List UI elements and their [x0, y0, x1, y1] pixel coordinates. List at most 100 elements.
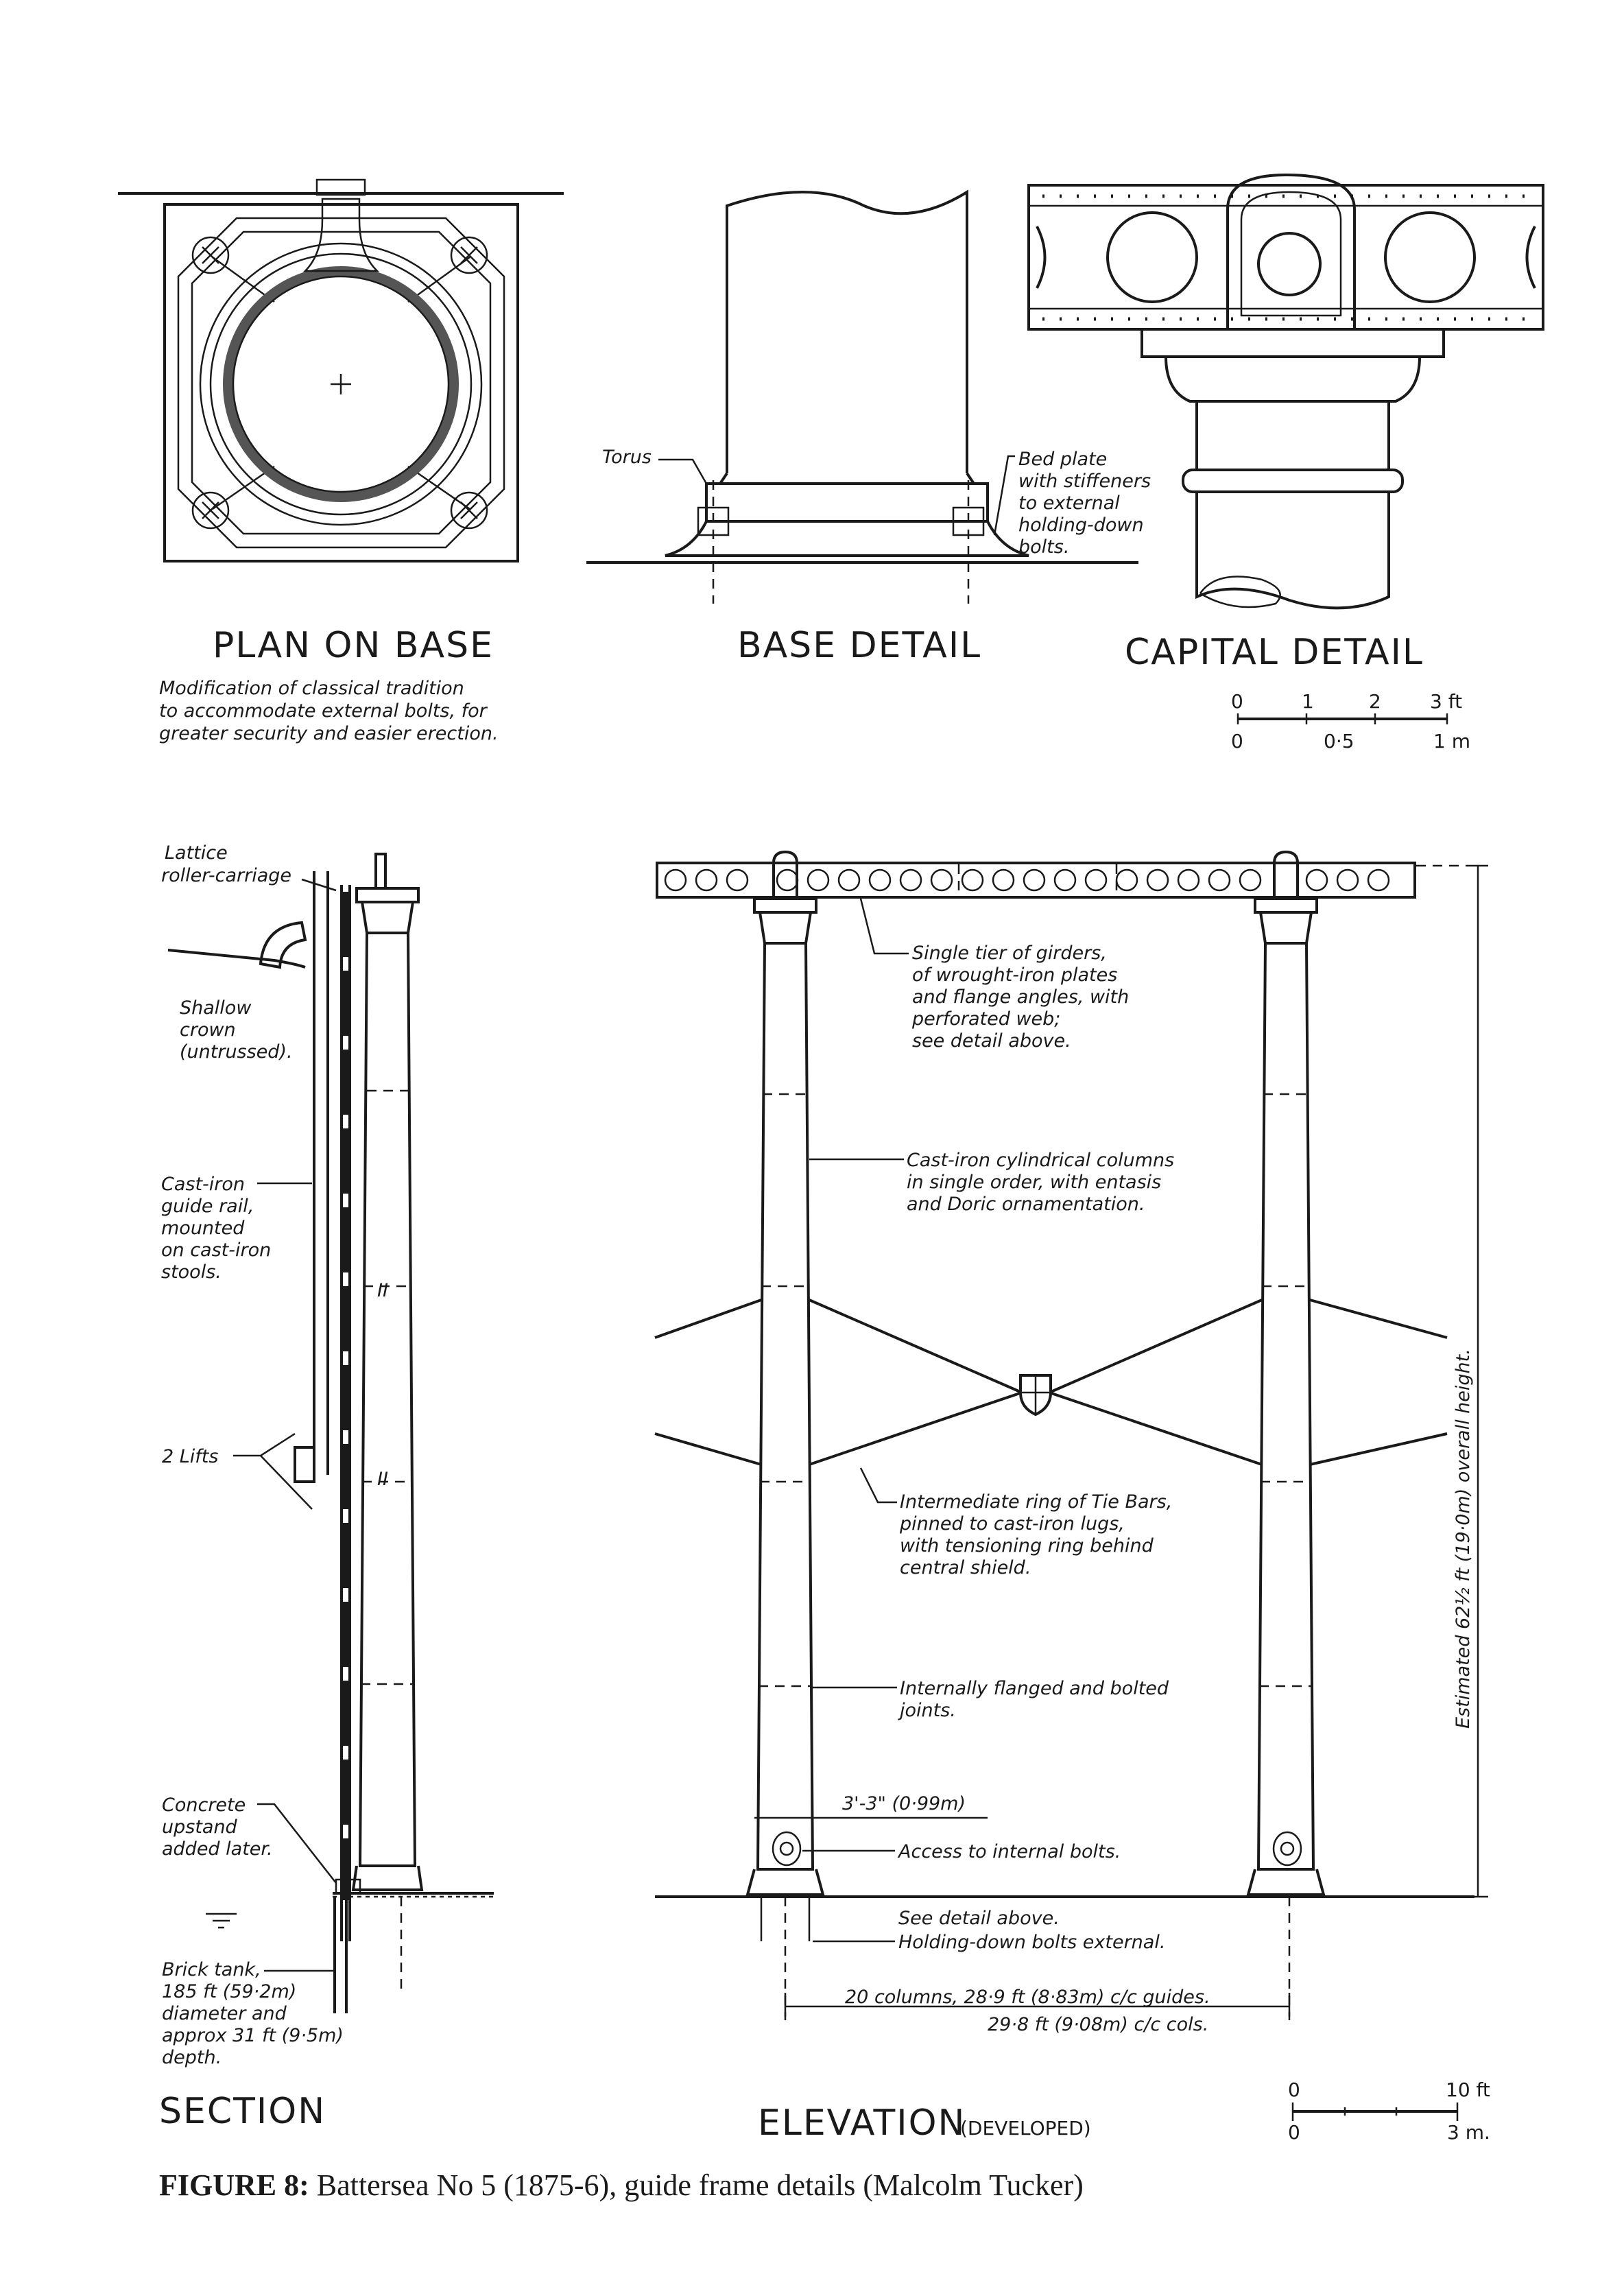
- torus-label: Torus: [602, 447, 652, 468]
- guide-rail-label: Cast-iron: [161, 1174, 245, 1195]
- holding-down-bolt-icon: [450, 491, 488, 530]
- girders-label: and flange angles, with: [912, 986, 1129, 1008]
- scale-tick-label: 2: [1369, 690, 1381, 713]
- scale-tick-label: 0: [1288, 2078, 1300, 2101]
- stool-mark: II: [377, 1469, 388, 1490]
- girders-label: of wrought-iron plates: [912, 964, 1117, 986]
- access-cover-icon: [1272, 1831, 1302, 1867]
- web-perforation: [1257, 232, 1322, 296]
- joints-label: joints.: [897, 1700, 956, 1721]
- column-base: [1246, 1869, 1326, 1896]
- base-plate-outline: [163, 203, 519, 562]
- column-echinus: [1259, 912, 1313, 945]
- stool-mark: II: [377, 1280, 388, 1301]
- guide-rail-stool: [302, 198, 380, 272]
- torus-moulding: [717, 472, 977, 485]
- web-perforation: [1106, 211, 1198, 303]
- concrete-label: Concrete: [162, 1795, 246, 1816]
- columns-label: Cast-iron cylindrical columns: [907, 1150, 1174, 1171]
- access-cover-icon: [772, 1831, 802, 1867]
- joints-label: Internally flanged and bolted: [900, 1678, 1169, 1699]
- scale-tick-label: 3 m.: [1447, 2121, 1490, 2144]
- columns-label: in single order, with entasis: [907, 1172, 1161, 1193]
- stiffener: [407, 465, 470, 510]
- columns-label: and Doric ornamentation.: [907, 1194, 1145, 1215]
- column-shaft: [1256, 943, 1315, 1871]
- column-echinus: [759, 912, 812, 945]
- column-capital: [753, 897, 817, 914]
- crown-roof-line: [167, 949, 306, 969]
- bed-plate-flange: [665, 520, 1029, 557]
- column-capital: [355, 887, 420, 903]
- column-head-post: [374, 853, 387, 890]
- bed-plate-label: holding-down: [1018, 514, 1144, 536]
- stiffener: [407, 256, 470, 303]
- figure-caption: FIGURE 8: Battersea No 5 (1875-6), guide…: [159, 2168, 1084, 2202]
- spacing-guides-label: 20 columns, 28·9 ft (8·83m) c/c guides.: [845, 1987, 1210, 2008]
- leader-line: [257, 1803, 337, 1884]
- tie-bars-label: with tensioning ring behind: [900, 1535, 1154, 1556]
- lattice-label: roller-carriage: [161, 865, 291, 886]
- tie-bars-label: central shield.: [900, 1557, 1031, 1578]
- scale-tick-label: 1: [1302, 690, 1314, 713]
- concrete-label: added later.: [162, 1838, 273, 1860]
- section-view: Lattice roller-carriage Shallow crown (u…: [159, 842, 494, 2132]
- spacing-cols-label: 29·8 ft (9·08m) c/c cols.: [988, 2014, 1208, 2035]
- girder-tier: [656, 862, 1416, 899]
- girder-joint-right: [1273, 850, 1299, 899]
- holding-down-bolt-icon: [191, 236, 230, 274]
- astragal: [1182, 469, 1404, 493]
- leader-line: [859, 898, 909, 955]
- leader-line: [233, 1432, 296, 1457]
- roller-carriage: [259, 921, 307, 969]
- column-shaft: [358, 932, 417, 1867]
- lifts-label: 2 Lifts: [162, 1446, 218, 1467]
- leader-line: [993, 455, 1015, 536]
- bed-plate-label: with stiffeners: [1018, 471, 1151, 492]
- girder-joint-left: [772, 850, 798, 899]
- brick-tank-label: depth.: [162, 2047, 222, 2068]
- section-title: SECTION: [159, 2091, 326, 2132]
- leader-line: [260, 1455, 313, 1510]
- holding-down-label: Holding-down bolts external.: [898, 1932, 1165, 1953]
- tie-bars: [654, 1299, 1448, 1466]
- column-shaft-broken: [726, 189, 968, 473]
- lattice-label: Lattice: [165, 842, 228, 864]
- scale-tick-label: 0: [1231, 690, 1243, 713]
- scale-tick-label: 0: [1288, 2121, 1300, 2144]
- see-detail-label: See detail above.: [898, 1908, 1060, 1929]
- plan-note-line: Modification of classical tradition: [159, 678, 464, 699]
- break-line: [1199, 576, 1281, 608]
- leader-line: [658, 458, 708, 484]
- guide-rail-label: on cast-iron: [161, 1240, 271, 1261]
- girder-perforations: [664, 868, 1390, 892]
- torus-ring: [209, 252, 473, 516]
- guide-rail-cap: [315, 178, 366, 196]
- holding-down-bolt-icon: [450, 236, 488, 274]
- elevation-view: 3'-3" (0·99m) Single tier of girders, of…: [654, 850, 1488, 2144]
- diameter-label: 3'-3" (0·99m): [842, 1793, 966, 1814]
- base-octagon-inner: [191, 230, 492, 535]
- lift-stay: [294, 1446, 315, 1483]
- main-scale-bar: 0 10 ft 0 3 m.: [1288, 2078, 1490, 2144]
- bed-plate-label: Bed plate: [1018, 449, 1107, 470]
- leader-line: [301, 878, 337, 892]
- brick-tank-label: diameter and: [162, 2003, 287, 2024]
- base-detail-view: Torus Bed plate with stiffeners to exter…: [586, 189, 1151, 666]
- scale-tick-label: 0: [1231, 730, 1243, 753]
- column-capital: [1254, 897, 1318, 914]
- bed-plate: [705, 482, 989, 523]
- column-capital-echinus: [361, 901, 414, 934]
- capital-detail-view: CAPITAL DETAIL: [1027, 173, 1544, 673]
- echinus: [1165, 356, 1421, 403]
- leader-line: [859, 1467, 897, 1504]
- brick-tank-label: approx 31 ft (9·5m): [162, 2025, 344, 2046]
- brick-tank-label: Brick tank,: [162, 1959, 261, 1980]
- crown-label: Shallow: [180, 997, 252, 1019]
- access-label: Access to internal bolts.: [897, 1841, 1121, 1862]
- elevation-subtitle: (DEVELOPED): [960, 2117, 1091, 2140]
- scale-tick-label: 0·5: [1324, 730, 1354, 753]
- scale-tick-label: 10 ft: [1446, 2078, 1490, 2101]
- detail-scale-bar: 0 1 2 3 ft 0 0·5 1 m: [1231, 690, 1470, 753]
